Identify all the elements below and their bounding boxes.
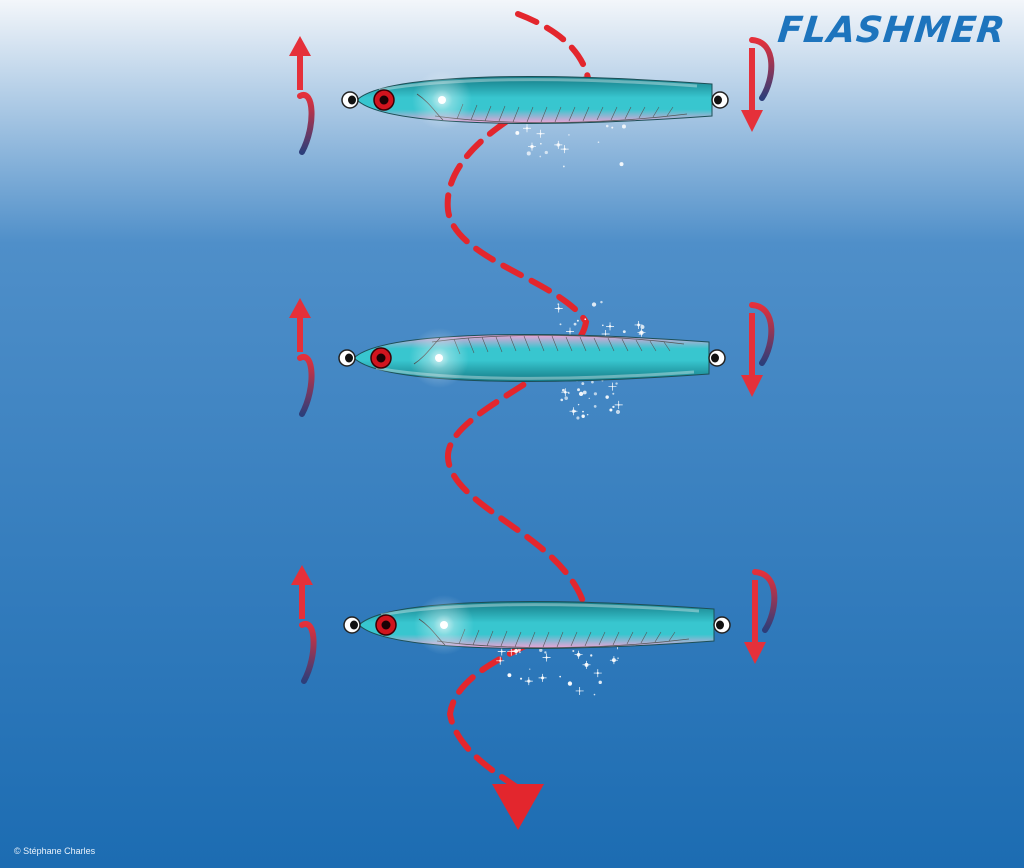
sparkle	[577, 388, 580, 392]
sparkle	[597, 141, 600, 144]
sparkle	[539, 155, 542, 158]
sparkle	[637, 328, 646, 337]
sparkle	[574, 650, 583, 659]
sparkle	[544, 150, 548, 155]
sparkle	[569, 407, 578, 416]
sparkle	[529, 668, 531, 670]
sparkle	[554, 304, 563, 313]
sparkle	[582, 660, 591, 669]
sparkle	[519, 677, 523, 680]
sparkle	[568, 134, 570, 136]
sparkle	[544, 651, 547, 654]
sparkle	[536, 129, 545, 138]
sparkle	[559, 323, 562, 326]
sparkle	[622, 330, 626, 334]
sparkle	[614, 400, 623, 409]
sparkle	[615, 409, 621, 415]
sparkle	[634, 320, 643, 329]
sparkle	[609, 656, 618, 665]
sparkle	[561, 388, 570, 397]
sparkle	[586, 413, 589, 416]
sparkle	[582, 390, 587, 395]
sparkle	[576, 319, 579, 322]
downward-arrow-head	[492, 784, 544, 830]
sparkle	[519, 651, 521, 654]
sparkle	[615, 382, 618, 385]
sparkle	[566, 327, 575, 336]
sparkle	[600, 300, 603, 304]
sparkle	[617, 657, 619, 659]
sparkle	[582, 410, 584, 413]
sparkle	[559, 675, 561, 678]
sparkle	[524, 677, 533, 686]
sparkle	[526, 151, 531, 156]
sparkle	[621, 124, 626, 129]
sparkle	[590, 654, 593, 657]
sparkle	[584, 318, 587, 321]
sparkle	[538, 673, 547, 682]
sparkle	[608, 382, 617, 391]
sparkle	[507, 673, 512, 678]
sparkle	[593, 405, 597, 408]
sparkle	[593, 693, 596, 696]
sparkle	[581, 414, 585, 418]
sparkle	[606, 322, 615, 331]
sparkle	[572, 649, 575, 652]
sparkle	[612, 392, 615, 395]
sparkle	[591, 302, 597, 307]
sparkle	[539, 648, 543, 652]
sparkle	[560, 145, 569, 154]
sparkle	[593, 669, 602, 678]
sparkle	[593, 392, 598, 396]
sparkle	[496, 656, 505, 665]
sparkle	[591, 380, 594, 384]
sparkle	[581, 382, 585, 386]
sparkle	[577, 403, 580, 406]
sparkle	[598, 680, 602, 685]
sparkle	[527, 142, 536, 151]
copyright-credit: © Stéphane Charles	[14, 846, 96, 856]
sparkle	[540, 142, 542, 145]
sparkle	[588, 397, 590, 399]
sparkle	[562, 165, 565, 168]
sparkle	[605, 124, 609, 128]
sparkle	[605, 395, 609, 399]
sparkle	[638, 333, 641, 335]
sparkle	[640, 325, 645, 329]
sparkle	[564, 396, 569, 400]
sparkle	[560, 398, 564, 402]
sparkle	[542, 653, 551, 662]
sparkle	[578, 391, 584, 397]
sparkle	[507, 647, 516, 656]
sparkle	[573, 322, 577, 326]
sparkle	[611, 126, 614, 129]
sparkle	[576, 416, 580, 420]
sparkle	[609, 408, 613, 412]
sparkle	[575, 686, 584, 695]
sparkle	[517, 648, 521, 652]
sparkle	[515, 131, 520, 135]
sparkle	[568, 392, 570, 394]
sparkle	[619, 162, 624, 167]
sparkle	[562, 388, 565, 392]
sparkle	[497, 647, 506, 656]
sparkle	[554, 140, 563, 149]
sparkle	[522, 124, 531, 133]
sparkle	[602, 324, 604, 327]
sparkle	[567, 681, 573, 686]
brand-logo: FLASHMER	[776, 10, 1009, 51]
sparkle	[612, 405, 615, 409]
